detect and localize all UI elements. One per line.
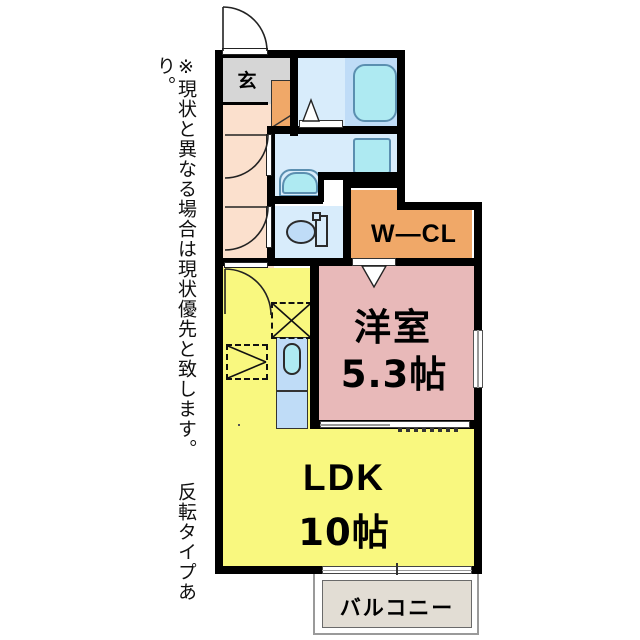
- ldk-door-panel[interactable]: [224, 262, 268, 268]
- balcony-floor: [322, 580, 472, 628]
- toilet-lid-icon: [312, 212, 321, 221]
- shoe-cabinet-diagonal: [271, 80, 293, 128]
- bathroom-door-sill[interactable]: [299, 120, 343, 128]
- toilet-bowl-icon: [286, 220, 316, 244]
- entrance-door-swing: [222, 6, 274, 52]
- bathroom-door-fold: [300, 98, 322, 122]
- wall-left: [215, 50, 223, 574]
- balcony-sliding-door-handle: [396, 563, 398, 575]
- washbasin-rim: [279, 169, 321, 197]
- appliance-space: [226, 344, 268, 380]
- bedroom-name: 洋室: [354, 306, 432, 349]
- wall-closet-bottom: [343, 258, 482, 266]
- wall-toilet-top: [267, 196, 323, 204]
- ldk-name: LDK: [302, 457, 386, 498]
- balcony-label: バルコニー: [339, 596, 455, 620]
- wall-toilet-bottom: [222, 258, 348, 266]
- ldk-upper-sill-a: [238, 424, 240, 426]
- wall-hall-right: [290, 50, 298, 136]
- kitchen-counter-split: [276, 390, 308, 392]
- wall-closet-upper-edge: [343, 180, 405, 188]
- bedroom-sliding-door-dots: [398, 421, 466, 432]
- bedroom-window-mullion: [477, 330, 479, 388]
- closet-door-fold: [360, 265, 388, 289]
- toilet-door-swing: [224, 206, 270, 252]
- washing-machine-icon: [353, 138, 391, 174]
- entrance-door-panel[interactable]: [222, 48, 268, 55]
- washroom-door-swing: [224, 134, 270, 180]
- refrigerator-space: [271, 302, 312, 339]
- toilet-tank-icon: [315, 215, 328, 247]
- wall-bedroom-left: [310, 266, 319, 428]
- balcony-rail: [313, 573, 479, 635]
- toilet-door-panel[interactable]: [266, 206, 272, 248]
- wall-entrance-bottom: [222, 102, 268, 105]
- wall-bath-divider: [267, 126, 405, 134]
- bathtub-icon: [353, 64, 397, 122]
- bedroom-floor: [318, 266, 474, 426]
- wall-closet-left: [343, 180, 351, 266]
- entrance-label: 玄: [237, 70, 257, 92]
- washroom-door-panel[interactable]: [266, 134, 272, 176]
- bedroom-size: 5.3帖: [340, 353, 448, 396]
- closet-label: W—CL: [371, 220, 457, 248]
- bedroom-sliding-door-rail: [320, 424, 390, 426]
- wall-top: [215, 50, 405, 58]
- wall-closet-top: [397, 202, 482, 210]
- wall-right-lower: [474, 202, 482, 574]
- wall-laundry-divider: [323, 172, 405, 180]
- ldk-size: 10帖: [298, 511, 390, 554]
- disclaimer-note: ※現状と異なる場合は現状優先と致します。 反転タイプあり。: [153, 56, 197, 602]
- kitchen-sink-icon: [283, 343, 301, 375]
- closet-floor-b: [349, 209, 472, 262]
- ldk-door-swing: [224, 268, 272, 318]
- closet-door-sill[interactable]: [352, 258, 396, 266]
- hallway-floor: [222, 104, 274, 268]
- wall-washbasin-right: [318, 172, 324, 202]
